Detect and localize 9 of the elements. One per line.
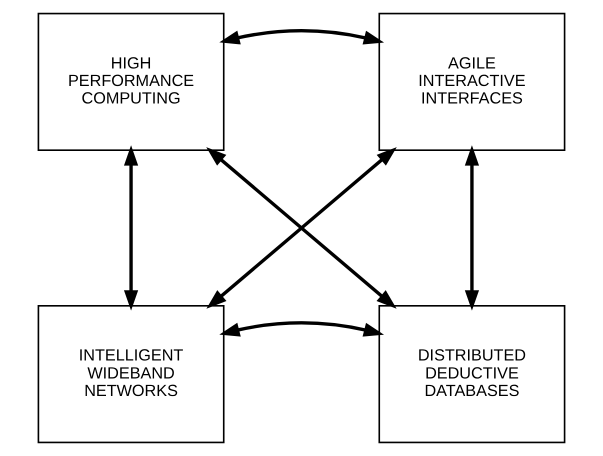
node-box: INTELLIGENT WIDEBAND NETWORKS bbox=[38, 304, 225, 444]
node-box: DISTRIBUTED DEDUCTIVE DATABASES bbox=[378, 304, 566, 444]
arrow bbox=[464, 145, 480, 311]
arrow bbox=[219, 321, 384, 337]
node-box: HIGH PERFORMANCE COMPUTING bbox=[38, 12, 225, 152]
node-box: AGILE INTERACTIVE INTERFACES bbox=[378, 12, 566, 152]
arrow bbox=[206, 147, 397, 309]
arrow bbox=[219, 29, 384, 44]
arrow bbox=[124, 145, 138, 311]
